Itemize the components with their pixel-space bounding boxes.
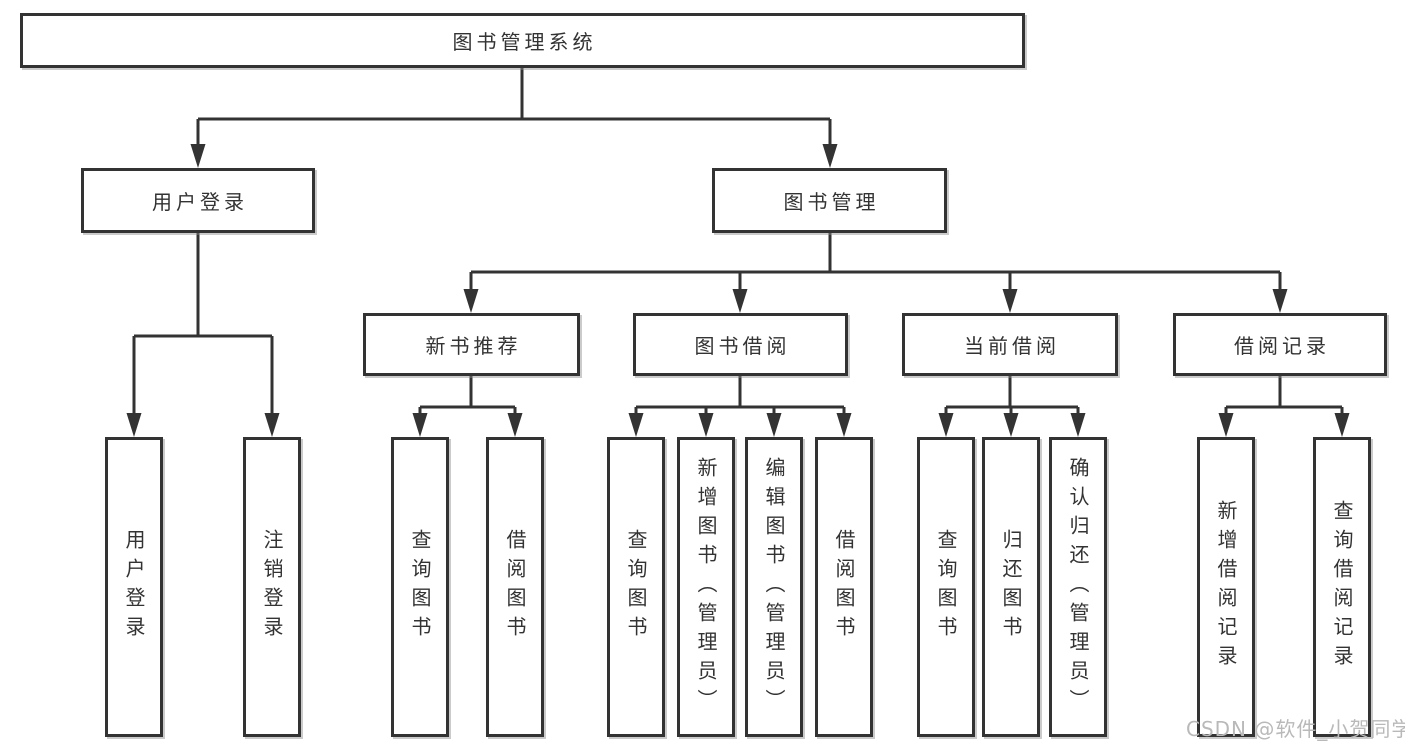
- csdn-watermark: CSDN @软件_小贺同学: [1186, 717, 1405, 741]
- node-return-books: 归还图书: [982, 437, 1040, 737]
- node-book-borrowing: 图书借阅: [633, 313, 848, 376]
- node-new-book-recommend: 新书推荐: [363, 313, 580, 376]
- node-confirm-return-admin: 确认归还（管理员）: [1049, 437, 1107, 737]
- node-logout: 注销登录: [243, 437, 301, 737]
- node-current-borrowing: 当前借阅: [902, 313, 1118, 376]
- node-borrow-books-borrow: 借阅图书: [815, 437, 873, 737]
- node-user-login-action: 用户登录: [105, 437, 163, 737]
- node-query-books-recommend: 查询图书: [391, 437, 449, 737]
- node-user-login: 用户登录: [81, 168, 315, 233]
- node-borrow-books-recommend: 借阅图书: [486, 437, 544, 737]
- node-book-management: 图书管理: [712, 168, 947, 233]
- node-query-books-borrow: 查询图书: [607, 437, 665, 737]
- node-add-books-admin: 新增图书（管理员）: [677, 437, 735, 737]
- node-borrow-records: 借阅记录: [1173, 313, 1387, 376]
- node-edit-books-admin: 编辑图书（管理员）: [745, 437, 803, 737]
- node-query-books-current: 查询图书: [917, 437, 975, 737]
- node-add-borrow-record: 新增借阅记录: [1197, 437, 1255, 737]
- node-query-borrow-record: 查询借阅记录: [1313, 437, 1371, 737]
- node-library-management-system: 图书管理系统: [20, 13, 1025, 68]
